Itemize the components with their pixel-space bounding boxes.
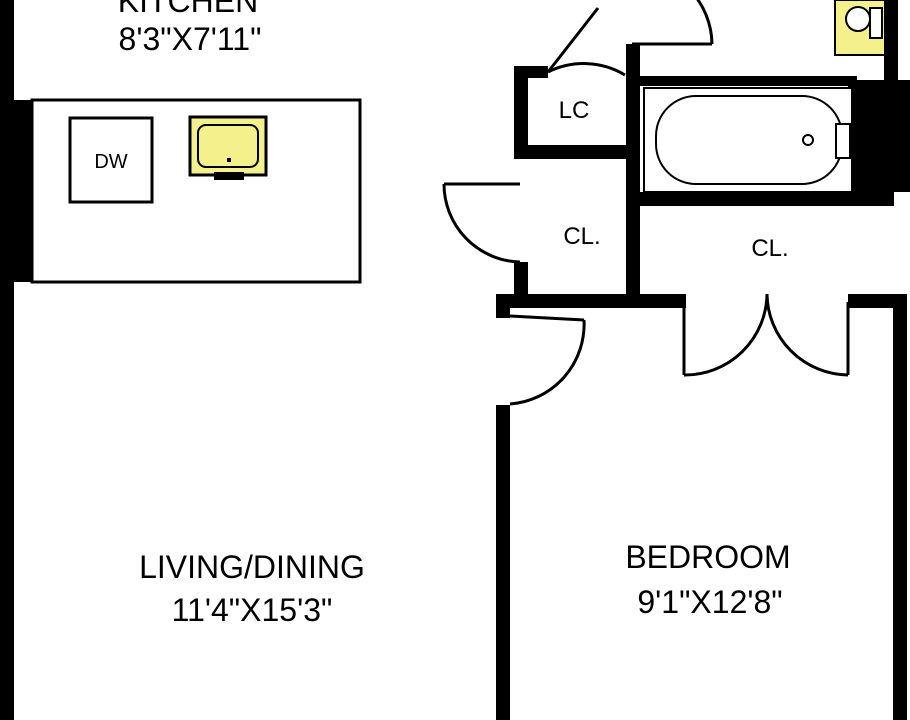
kitchen-sink	[188, 115, 268, 180]
bath-upper-wall	[632, 76, 857, 86]
tub-drain	[802, 134, 814, 146]
tub-faucet	[835, 123, 851, 159]
bedroom-right-wall	[893, 300, 907, 720]
bedroom-top-wall-right	[848, 294, 907, 308]
lc-cl-divider	[514, 145, 632, 159]
bedroom-left-wall	[496, 405, 510, 720]
hall-closet-door	[442, 182, 521, 264]
bedroom-closet-doors	[682, 293, 850, 377]
left-outer-wall-counter	[0, 100, 32, 282]
bedroom-entry-door	[509, 314, 586, 406]
closet-column-left-wall	[514, 66, 528, 154]
left-outer-wall-upper	[0, 0, 14, 100]
living-dining-dims: 11'4"X15'3"	[172, 592, 333, 628]
closet-bath-divider	[626, 44, 640, 298]
bath-right-wall-upper	[884, 0, 898, 80]
kitchen-dims: 8'3"X7'11"	[119, 21, 262, 57]
left-outer-wall-lower	[0, 282, 14, 720]
hall-door-jamb	[496, 294, 510, 318]
hall-closet-label: CL.	[563, 223, 600, 250]
bedroom-name: BEDROOM	[625, 539, 790, 575]
bathroom-door	[632, 0, 714, 46]
closet-column-left-wall-lower	[514, 262, 528, 298]
dishwasher	[68, 116, 154, 204]
linen-closet-label: LC	[559, 97, 590, 124]
bath-bottom-wall	[626, 192, 894, 206]
lc-top-wall	[514, 66, 548, 78]
bathroom-fixture	[834, 0, 886, 56]
bathtub	[643, 87, 853, 193]
bath-right-wall	[848, 80, 910, 192]
lc-door	[546, 7, 626, 77]
living-dining-name: LIVING/DINING	[139, 549, 365, 585]
bedroom-dims: 9'1"X12'8"	[637, 584, 782, 620]
dishwasher-label: DW	[94, 151, 127, 173]
bedroom-closet-label: CL.	[751, 235, 788, 262]
kitchen-name: KITCHEN	[118, 0, 258, 19]
